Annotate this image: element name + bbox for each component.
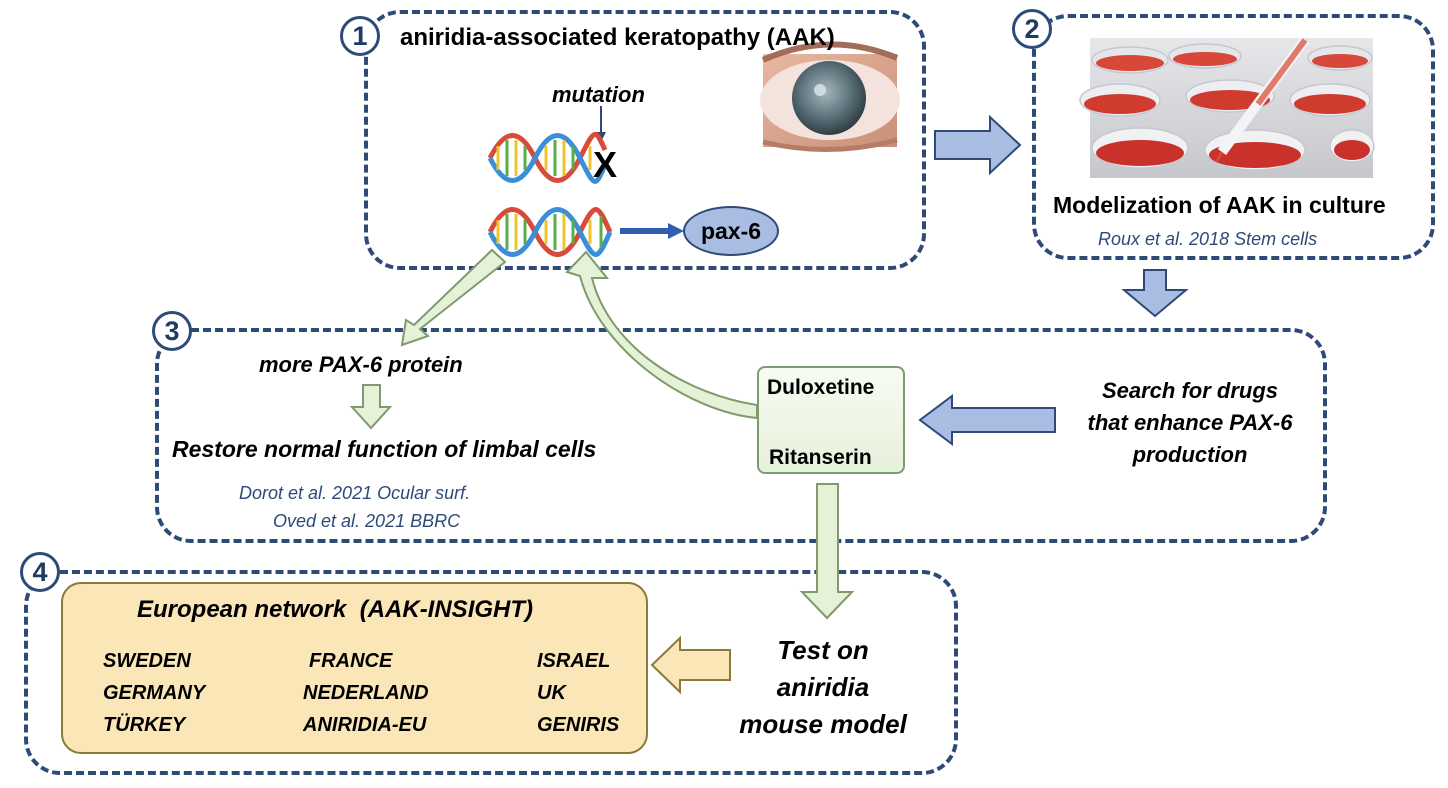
petri-dish-culture-icon — [1079, 37, 1375, 178]
country-turkey: TÜRKEY — [103, 714, 186, 736]
panel-1-title: aniridia-associated keratopathy (AAK) — [400, 24, 835, 51]
dna-helix-icon — [487, 132, 608, 184]
search-line-3: production — [1132, 442, 1248, 467]
panel-2-modelization — [1032, 14, 1435, 260]
panel-2-title: Modelization of AAK in culture — [1053, 192, 1386, 218]
country-nederland: NEDERLAND — [303, 682, 429, 704]
candidate-drugs-box: Duloxetine Ritanserin — [757, 366, 905, 474]
country-france: FRANCE — [309, 650, 393, 672]
search-for-drugs-label: Search for drugs that enhance PAX-6 prod… — [1065, 375, 1315, 471]
test-line-3: mouse model — [739, 709, 907, 739]
dna-helix-icon — [487, 207, 613, 257]
panel-4-network — [24, 570, 958, 775]
panel-2-reference: Roux et al. 2018 Stem cells — [1098, 229, 1318, 249]
network-aniridia-eu: ANIRIDIA-EU — [303, 714, 427, 736]
step-number-2: 2 — [1012, 9, 1052, 49]
search-line-2: that enhance PAX-6 — [1087, 410, 1293, 435]
step-number-4: 4 — [20, 552, 60, 592]
network-geniris: GENIRIS — [537, 714, 620, 736]
network-title: European network (AAK-INSIGHT) — [137, 596, 534, 623]
search-line-1: Search for drugs — [1101, 378, 1279, 403]
panel-3-drug-search — [155, 328, 1327, 543]
drug-ritanserin: Ritanserin — [769, 446, 872, 469]
country-germany: GERMANY — [103, 682, 206, 704]
step-number-3: 3 — [152, 311, 192, 351]
european-network-box: European network (AAK-INSIGHT) SWEDEN FR… — [61, 582, 648, 754]
mutation-label: mutation — [552, 82, 645, 107]
reference-dorot: Dorot et al. 2021 Ocular surf. — [239, 483, 471, 503]
test-line-1: Test on — [777, 635, 869, 665]
country-uk: UK — [537, 682, 566, 704]
reference-oved: Oved et al. 2021 BBRC — [273, 511, 461, 531]
test-mouse-model-label: Test on aniridia mouse model — [718, 632, 928, 743]
eye-photo-icon — [760, 41, 900, 152]
restore-function-label: Restore normal function of limbal cells — [172, 436, 597, 462]
country-sweden: SWEDEN — [103, 650, 191, 672]
drug-duloxetine: Duloxetine — [767, 376, 875, 399]
country-israel: ISRAEL — [537, 650, 611, 672]
test-line-2: aniridia — [776, 672, 870, 702]
mutation-x-mark: X — [593, 144, 618, 185]
pax-6-gene-product: pax-6 — [683, 206, 779, 256]
step-number-1: 1 — [340, 16, 380, 56]
more-pax6-protein-label: more PAX-6 protein — [259, 352, 463, 377]
panel-1-aak — [364, 10, 926, 270]
